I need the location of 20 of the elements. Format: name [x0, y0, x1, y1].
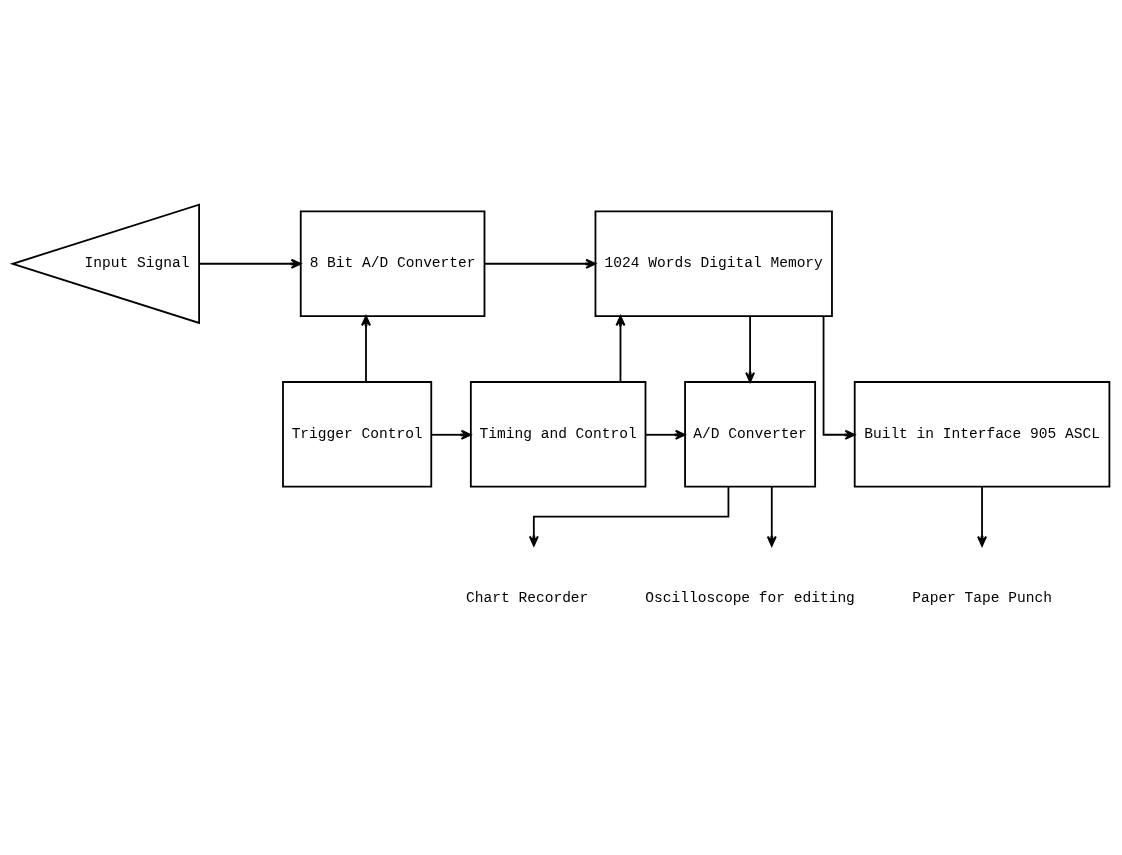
node-box: Trigger Control — [282, 381, 433, 488]
arrow — [198, 258, 302, 269]
arrow — [528, 485, 730, 547]
node-text: Paper Tape Punch — [912, 589, 1052, 606]
node-text: Chart Recorder — [466, 589, 589, 606]
node-box: 1024 Words Digital Memory — [594, 210, 833, 317]
arrow — [822, 315, 856, 440]
node-box: Built in Interface 905 ASCL — [853, 381, 1111, 488]
arrow — [644, 429, 686, 440]
arrow — [745, 315, 756, 383]
node-box: Timing and Control — [469, 381, 647, 488]
node-box: A/D Converter — [684, 381, 817, 488]
arrow — [977, 486, 988, 547]
arrow — [766, 486, 777, 547]
node-box: 8 Bit A/D Converter — [299, 210, 486, 317]
node-text: Oscilloscope for editing — [645, 589, 855, 606]
arrow — [430, 429, 472, 440]
arrow — [615, 315, 626, 383]
arrow — [483, 258, 597, 269]
arrow — [361, 315, 371, 383]
